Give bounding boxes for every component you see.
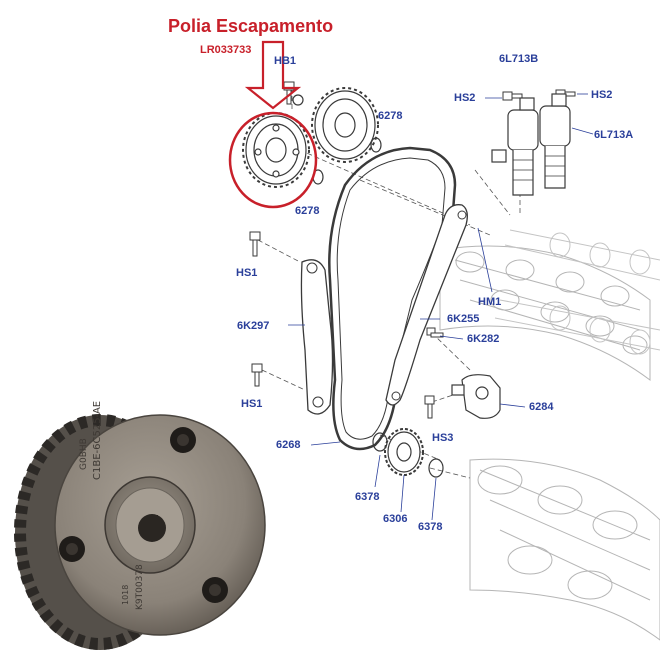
photo-engraving-4: 1018 — [121, 585, 130, 605]
label-6378-right: 6378 — [418, 521, 443, 533]
tensioner-arm — [300, 259, 334, 415]
photo-engraving-1: C1BE-6C525-AE — [92, 401, 103, 480]
label-6278-top: 6278 — [378, 110, 403, 122]
highlight-circle — [228, 111, 318, 209]
engine-background-art — [439, 245, 660, 641]
label-6268: 6268 — [276, 439, 301, 451]
label-6k297: 6K297 — [237, 320, 270, 332]
label-6306: 6306 — [383, 513, 408, 525]
chain-guide — [385, 204, 468, 406]
label-hs1-top: HS1 — [236, 267, 258, 279]
label-hs2-right: HS2 — [591, 89, 613, 101]
label-6284: 6284 — [529, 401, 554, 413]
label-6l713a: 6L713A — [594, 129, 634, 141]
label-6k255: 6K255 — [447, 313, 480, 325]
label-hs3: HS3 — [432, 432, 454, 444]
label-6l713b: 6L713B — [499, 53, 539, 65]
label-hs2-left: HS2 — [454, 92, 476, 104]
photo-engraving-3: K9T00378 — [135, 564, 145, 610]
photo-engraving-2: G0BHB — [79, 438, 89, 470]
timing-chain — [328, 146, 457, 451]
camshaft-lines — [494, 229, 660, 355]
diagram-title: Polia Escapamento — [168, 16, 334, 36]
highlight-arrow — [244, 40, 302, 110]
label-6378-left: 6378 — [355, 491, 380, 503]
tensioner-6284 — [451, 374, 501, 419]
leader-lines — [288, 93, 594, 521]
label-6k282: 6K282 — [467, 333, 500, 345]
pulley-photo: C1BE-6C525-AE G0BHB K9T00378 1018 — [14, 401, 266, 650]
label-hb1: HB1 — [274, 55, 297, 67]
cam-pulleys — [245, 90, 376, 185]
vvt-solenoids — [491, 93, 571, 196]
label-6278-mid: 6278 — [295, 205, 320, 217]
label-hm1: HM1 — [478, 296, 502, 308]
washers — [312, 137, 444, 478]
part-number: LR033733 — [200, 44, 252, 56]
label-hs1-bottom: HS1 — [241, 398, 263, 410]
crank-sprocket — [384, 428, 424, 476]
photo-center-hole — [138, 514, 166, 542]
